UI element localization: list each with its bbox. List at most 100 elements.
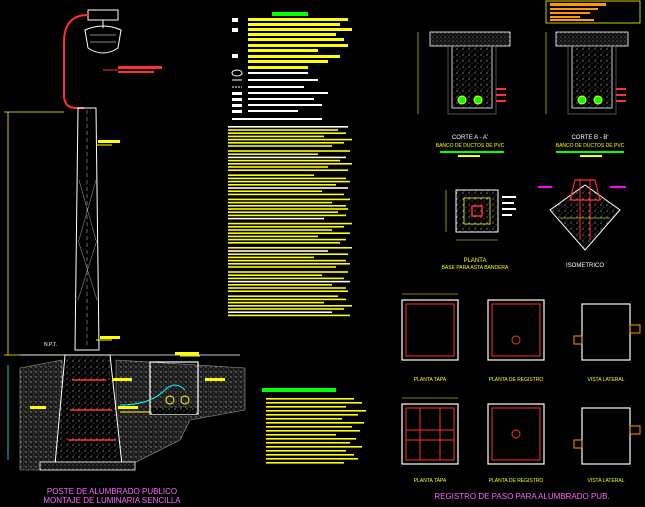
pole-title: POSTE DE ALUMBRADO PUBLICO <box>47 487 177 496</box>
note-line <box>228 226 344 228</box>
base-plan-subtitle: BASE PARA ASTA BANDERA <box>442 265 509 271</box>
note-line <box>228 295 338 297</box>
note-line <box>228 217 324 220</box>
note-line <box>228 271 348 273</box>
register-2-plan: PLANTA DE REGISTRO <box>489 478 544 484</box>
register-1-plan: PLANTA DE REGISTRO <box>489 377 544 383</box>
revision-box <box>545 0 641 24</box>
note-line <box>266 454 354 456</box>
note-line <box>228 132 346 134</box>
note-line <box>228 263 350 265</box>
note-line <box>228 135 324 138</box>
note-line <box>228 193 344 196</box>
note-line <box>228 222 352 225</box>
note-line <box>228 126 348 128</box>
section-b-subtitle: BANCO DE DUCTOS DE PVC <box>556 143 625 149</box>
register-row-1: PLANTA TAPA PLANTA DE REGISTRO VISTA LAT… <box>401 293 641 383</box>
note-line <box>228 187 348 189</box>
note-line <box>266 426 352 428</box>
ground-soil <box>19 359 246 471</box>
note-line <box>228 229 332 231</box>
duct-section-b: CORTE B - B' BANCO DE DUCTOS DE PVC <box>545 31 629 157</box>
note-line <box>228 153 318 155</box>
register-1-cover: PLANTA TAPA <box>414 377 447 383</box>
note-line <box>266 450 346 452</box>
note-line <box>266 418 342 420</box>
note-line <box>228 284 332 286</box>
register-2-side: VISTA LATERAL <box>587 478 624 484</box>
pole-detail: N.P.T. POSTE DE ALUMBRADO P <box>4 9 246 505</box>
note-line <box>266 422 364 424</box>
note-line <box>228 308 344 310</box>
symbol-legend <box>231 69 328 120</box>
note-line <box>228 159 340 162</box>
base-isometric: ISOMETRICO <box>538 179 626 269</box>
note-line <box>266 398 354 400</box>
duct-section-a: CORTE A - A' BANCO DE DUCTOS DE PVC <box>417 31 511 157</box>
pole-shaft <box>74 107 100 351</box>
note-line <box>266 442 350 444</box>
notes-block-1 <box>232 18 352 69</box>
note-line <box>228 205 346 207</box>
note-line <box>228 145 332 147</box>
note-line <box>228 211 338 213</box>
base-plan: PLANTA BASE PARA ASTA BANDERA <box>442 189 516 271</box>
note-line <box>228 277 344 280</box>
note-line <box>228 174 314 176</box>
note-line <box>228 305 352 307</box>
note-line <box>266 430 360 432</box>
note-line <box>228 250 328 252</box>
note-line <box>266 410 366 412</box>
note-line <box>228 198 350 201</box>
note-line <box>228 290 348 292</box>
note-line <box>228 280 350 283</box>
pole-arm <box>63 14 89 109</box>
section-b-title: CORTE B - B' <box>571 135 608 141</box>
register-2-cover: PLANTA TAPA <box>414 478 447 484</box>
note-line <box>228 163 352 165</box>
note-line <box>228 166 328 168</box>
note-line <box>228 247 352 249</box>
note-line <box>228 190 322 192</box>
note-line <box>228 232 350 234</box>
note-line <box>228 266 336 268</box>
registers-title: REGISTRO DE PASO PARA ALUMBRADO PUB. <box>434 492 609 501</box>
section-a-title: CORTE A - A' <box>452 135 488 141</box>
note-line <box>228 138 352 141</box>
note-line <box>228 259 346 262</box>
note-line <box>228 242 340 244</box>
note-line <box>228 256 314 259</box>
note-line <box>228 201 332 204</box>
side-register <box>119 361 199 415</box>
note-line <box>266 462 344 464</box>
note-line <box>228 129 338 131</box>
note-line <box>228 180 350 183</box>
note-line <box>228 235 318 238</box>
note-line <box>228 274 322 276</box>
notes-block-3 <box>266 398 366 464</box>
general-notes <box>228 12 366 464</box>
note-line <box>228 311 332 313</box>
section-a-subtitle: BANCO DE DUCTOS DE PVC <box>436 143 505 149</box>
note-line <box>228 150 350 152</box>
note-line <box>266 414 358 416</box>
note-line <box>266 434 336 436</box>
note-line <box>228 287 346 289</box>
pole-callouts <box>96 66 162 341</box>
note-line <box>228 177 346 180</box>
note-line <box>266 406 346 408</box>
pole-dimension <box>4 111 70 460</box>
note-line <box>228 314 350 317</box>
note-line <box>266 458 358 460</box>
register-row-2: PLANTA TAPA PLANTA DE REGISTRO VISTA LAT… <box>401 397 641 484</box>
note-line <box>266 438 356 440</box>
notes-block-2 <box>228 126 352 317</box>
note-line <box>266 446 362 448</box>
note-line <box>228 156 346 159</box>
note-line <box>266 402 362 404</box>
base-iso-title: ISOMETRICO <box>566 263 604 269</box>
note-line <box>228 142 344 144</box>
base-plan-title: PLANTA <box>464 258 487 264</box>
luminaire-icon <box>84 9 122 54</box>
